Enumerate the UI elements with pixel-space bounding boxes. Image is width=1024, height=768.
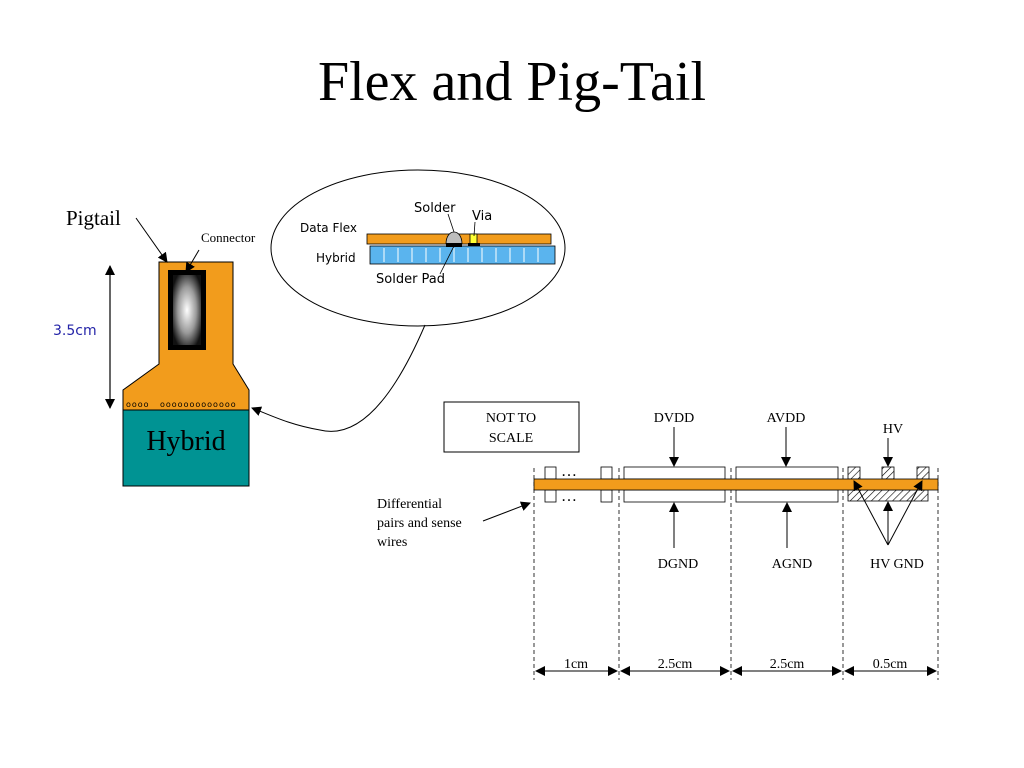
- via: [469, 233, 478, 245]
- hybrid-layer: [369, 245, 556, 265]
- avdd-plane: [735, 466, 839, 480]
- pad-row-right: ooooooooooooo: [160, 400, 237, 409]
- not-to-scale-line1: NOT TO: [486, 411, 536, 426]
- inset-solder-label: Solder: [414, 201, 456, 216]
- wire-box-bottom-1: [544, 489, 557, 503]
- diff-pairs-arrow: [482, 501, 531, 522]
- wire-ellipsis-bottom: …: [561, 488, 577, 505]
- pad-row-left: oooo: [126, 400, 150, 409]
- hv-gnd-arrows: [853, 480, 923, 546]
- pigtail-assembly: Hybrid oooo ooooooooooooo 3.5cm Pigtail …: [53, 206, 256, 487]
- wire-box-top-2: [600, 466, 613, 480]
- via-pad: [468, 243, 480, 246]
- not-to-scale-line2: SCALE: [489, 431, 533, 446]
- height-dimension-label: 3.5cm: [53, 323, 97, 339]
- wire-box-top-1: [544, 466, 557, 480]
- dvdd-label: DVDD: [654, 411, 694, 426]
- inset-via-label: Via: [472, 209, 492, 224]
- wire-box-bottom-2: [600, 489, 613, 503]
- flex-cable-strip: [533, 478, 939, 491]
- solder-detail-inset: Solder Via Data Flex Hybrid Solder Pad: [251, 169, 566, 432]
- dim-2-5cm-a-label: 2.5cm: [658, 657, 693, 672]
- dgnd-label: DGND: [658, 557, 698, 572]
- connector-arrow: [185, 249, 200, 273]
- inset-solder-pad-pointer: [439, 245, 455, 275]
- hybrid-block: [122, 409, 250, 487]
- hv-pad: [881, 466, 895, 480]
- inset-callout-curve: [251, 324, 426, 432]
- agnd-label: AGND: [772, 557, 812, 572]
- hv-label: HV: [883, 422, 903, 437]
- inset-hybrid-label: Hybrid: [316, 251, 356, 265]
- hv-gnd-label: HV GND: [870, 557, 924, 572]
- inset-via-pointer: [473, 221, 476, 237]
- inset-solder-pointer: [447, 213, 455, 233]
- section-dividers: [533, 468, 939, 680]
- hybrid-layer-cells: [383, 248, 539, 262]
- hybrid-block-label: Hybrid: [146, 426, 225, 457]
- diff-pairs-label-line3: wires: [377, 535, 407, 550]
- dim-2-5cm-b-label: 2.5cm: [770, 657, 805, 672]
- diff-pairs-label-line2: pairs and sense: [377, 516, 462, 531]
- not-to-scale-box: [443, 401, 580, 453]
- hv-gnd-pad-left: [847, 466, 861, 480]
- wire-ellipsis-top: …: [561, 463, 577, 480]
- diff-pairs-label-line1: Differential: [377, 497, 442, 512]
- connector-label: Connector: [201, 230, 256, 245]
- solder-pad: [446, 243, 462, 247]
- hv-gnd-pad-right: [916, 466, 930, 480]
- agnd-plane: [735, 489, 839, 503]
- dim-0-5cm-label: 0.5cm: [873, 657, 908, 672]
- connector-body: [173, 275, 201, 345]
- slide-title: Flex and Pig-Tail: [317, 51, 707, 113]
- pigtail-arrow: [135, 217, 168, 263]
- flex-cross-section: NOT TO SCALE … …: [377, 401, 939, 680]
- inset-solder-pad-label: Solder Pad: [376, 272, 445, 287]
- inset-data-flex-label: Data Flex: [300, 221, 357, 235]
- pigtail-label: Pigtail: [66, 206, 121, 230]
- dvdd-plane: [623, 466, 726, 480]
- dim-1cm-label: 1cm: [564, 657, 588, 672]
- avdd-label: AVDD: [767, 411, 806, 426]
- dgnd-plane: [623, 489, 726, 503]
